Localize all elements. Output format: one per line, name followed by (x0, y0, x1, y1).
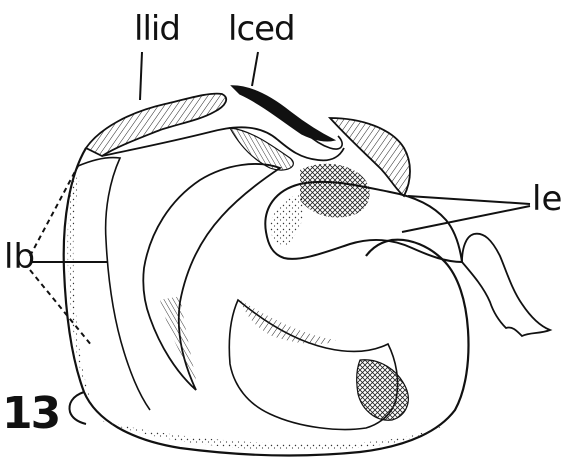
label-lb: lb (4, 240, 35, 274)
outer-body-outline (64, 148, 469, 455)
leader-lb-3 (30, 270, 92, 346)
leader-le-2 (402, 206, 530, 232)
top-lobe (86, 94, 226, 156)
right-tail (462, 234, 550, 336)
lower-right-hatch (357, 360, 409, 420)
mid-hatch-band (240, 300, 336, 344)
figure-number: 13 (2, 392, 59, 436)
central-crosshatch (300, 164, 370, 218)
label-le: le (532, 182, 562, 216)
leader-le-1 (408, 196, 530, 204)
central-fold-shade (160, 296, 196, 380)
label-lced: lced (228, 12, 295, 46)
lb-inner-contour (78, 157, 150, 410)
central-fold (143, 164, 280, 390)
le-lobe-stipple (270, 194, 304, 246)
lb-edge-stipple (68, 176, 93, 404)
leader-llid (140, 52, 142, 100)
leader-lced (252, 52, 258, 86)
number-bracket (70, 392, 86, 424)
label-llid: llid (134, 12, 180, 46)
